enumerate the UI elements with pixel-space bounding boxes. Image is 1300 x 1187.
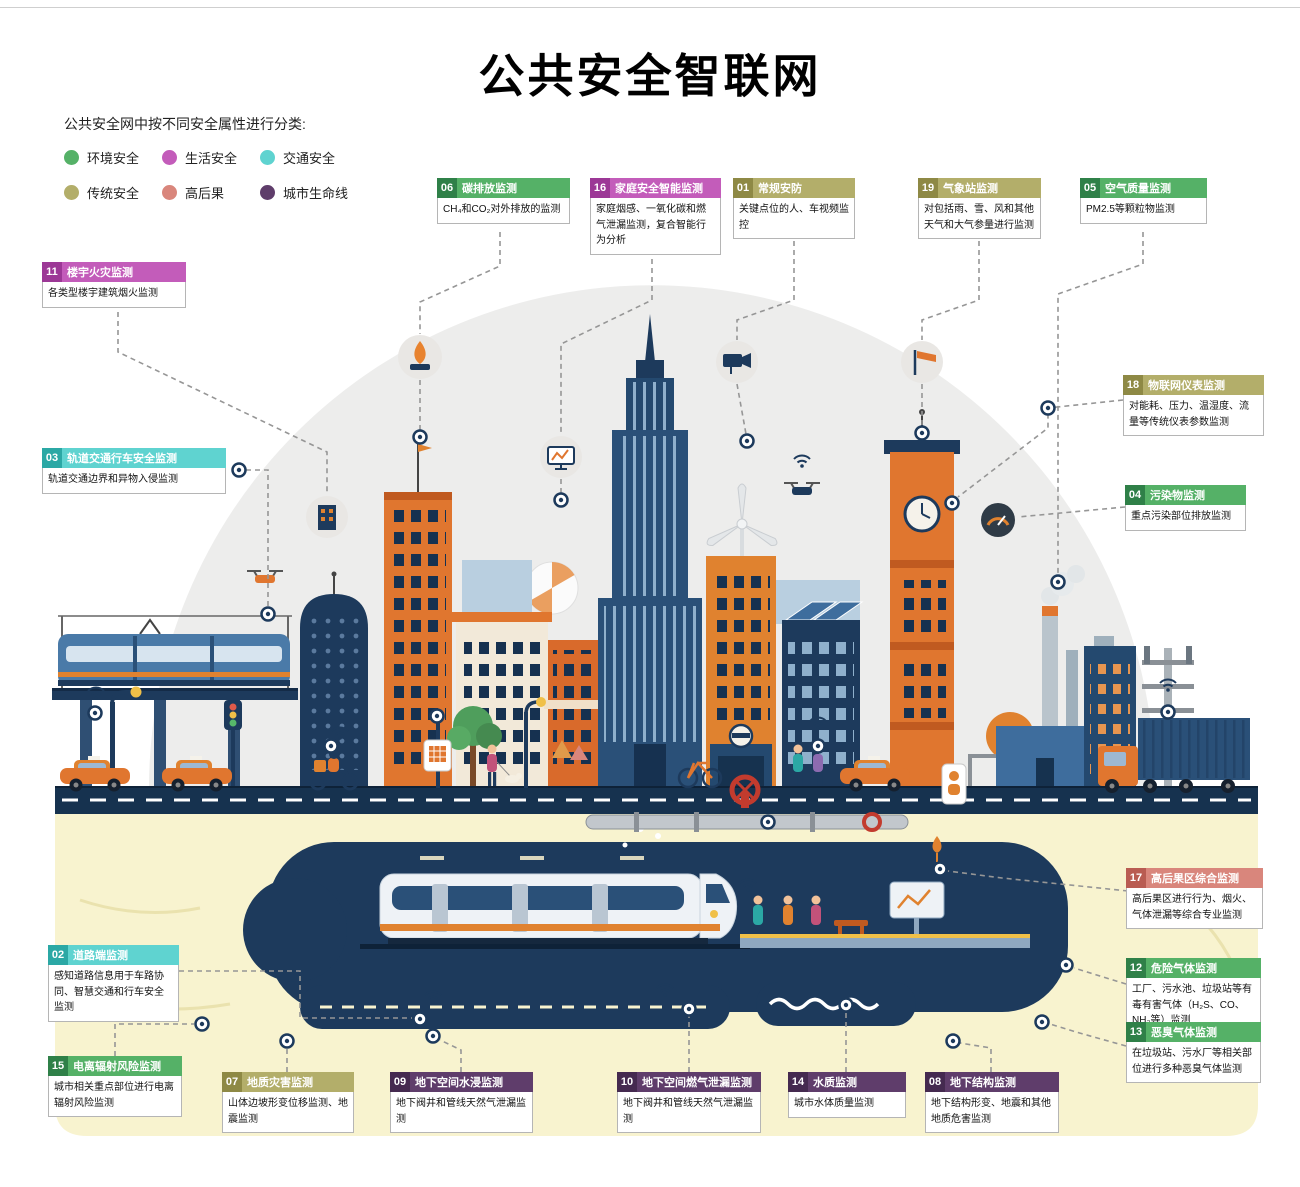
platform-passenger [753,895,763,925]
street-lamp [524,697,546,788]
valve-icon [729,774,761,808]
street-tents [552,740,588,760]
taxi [60,756,130,792]
platform-passenger [811,895,821,925]
legend-color-dot [162,150,177,165]
legend-item-4: 传统安全 [64,183,162,202]
valve-icon [862,812,882,832]
subway-station [360,856,1030,949]
page-title: 公共安全智联网 [478,50,822,102]
building-icon [306,496,348,538]
video-camera-icon [716,341,758,383]
water-pocket-wave [768,997,880,1011]
background-building [462,560,532,620]
legend-label: 环境安全 [87,151,140,166]
legend-color-dot [260,150,275,165]
taxi [162,756,232,792]
gauge-icon [981,503,1015,537]
legend-item-6: 城市生命线 [260,183,380,202]
bicycle [677,760,723,789]
legend-item-1: 环境安全 [64,148,162,167]
drone-icon [784,482,820,495]
legend-label: 城市生命线 [283,186,349,201]
balloon-decoration [525,561,579,615]
legend-item-2: 生活安全 [162,148,260,167]
water-drop-icon [932,836,942,862]
platform-sign [889,881,945,934]
legend-item-5: 高后果 [162,183,260,202]
top-divider [0,7,1300,8]
legend-color-dot [162,185,177,200]
flame-icon [398,335,442,379]
road-edge [55,786,1258,788]
subway-train [379,873,738,944]
pedestrian [793,744,803,786]
legend: 公共安全网中按不同安全属性进行分类: 环境安全 生活安全 交通安全传统安全 高后果 城市… [64,114,380,202]
central-skyscraper [598,314,702,788]
low-orange-building [544,640,604,788]
orange-tower [384,440,452,788]
phone-panel [941,763,967,805]
legend-color-dot [64,185,79,200]
cream-building [447,612,552,788]
legend-label: 交通安全 [283,151,336,166]
platform-bench [834,920,868,926]
roadside-scanner [423,716,452,788]
traffic-light [224,700,242,786]
container-truck [1098,718,1250,793]
pedestrian [487,744,522,786]
legend-label: 传统安全 [87,186,140,201]
legend-color-dot [260,185,275,200]
legend-item-3: 交通安全 [260,148,380,167]
legend-items: 环境安全 生活安全 交通安全传统安全 高后果 城市生命线 [64,148,380,202]
legend-label: 高后果 [185,186,225,201]
monitor-icon [540,436,582,478]
legend-label: 生活安全 [185,151,238,166]
utility-pipe [585,774,909,832]
street-lamp [110,686,142,788]
legend-color-dot [64,150,79,165]
clock-tower [884,409,960,788]
legend-intro: 公共安全网中按不同安全属性进行分类: [64,116,306,132]
windsock-icon [901,341,943,383]
soil-strata [79,898,201,914]
taxi [840,756,910,792]
platform-passenger [783,895,793,925]
